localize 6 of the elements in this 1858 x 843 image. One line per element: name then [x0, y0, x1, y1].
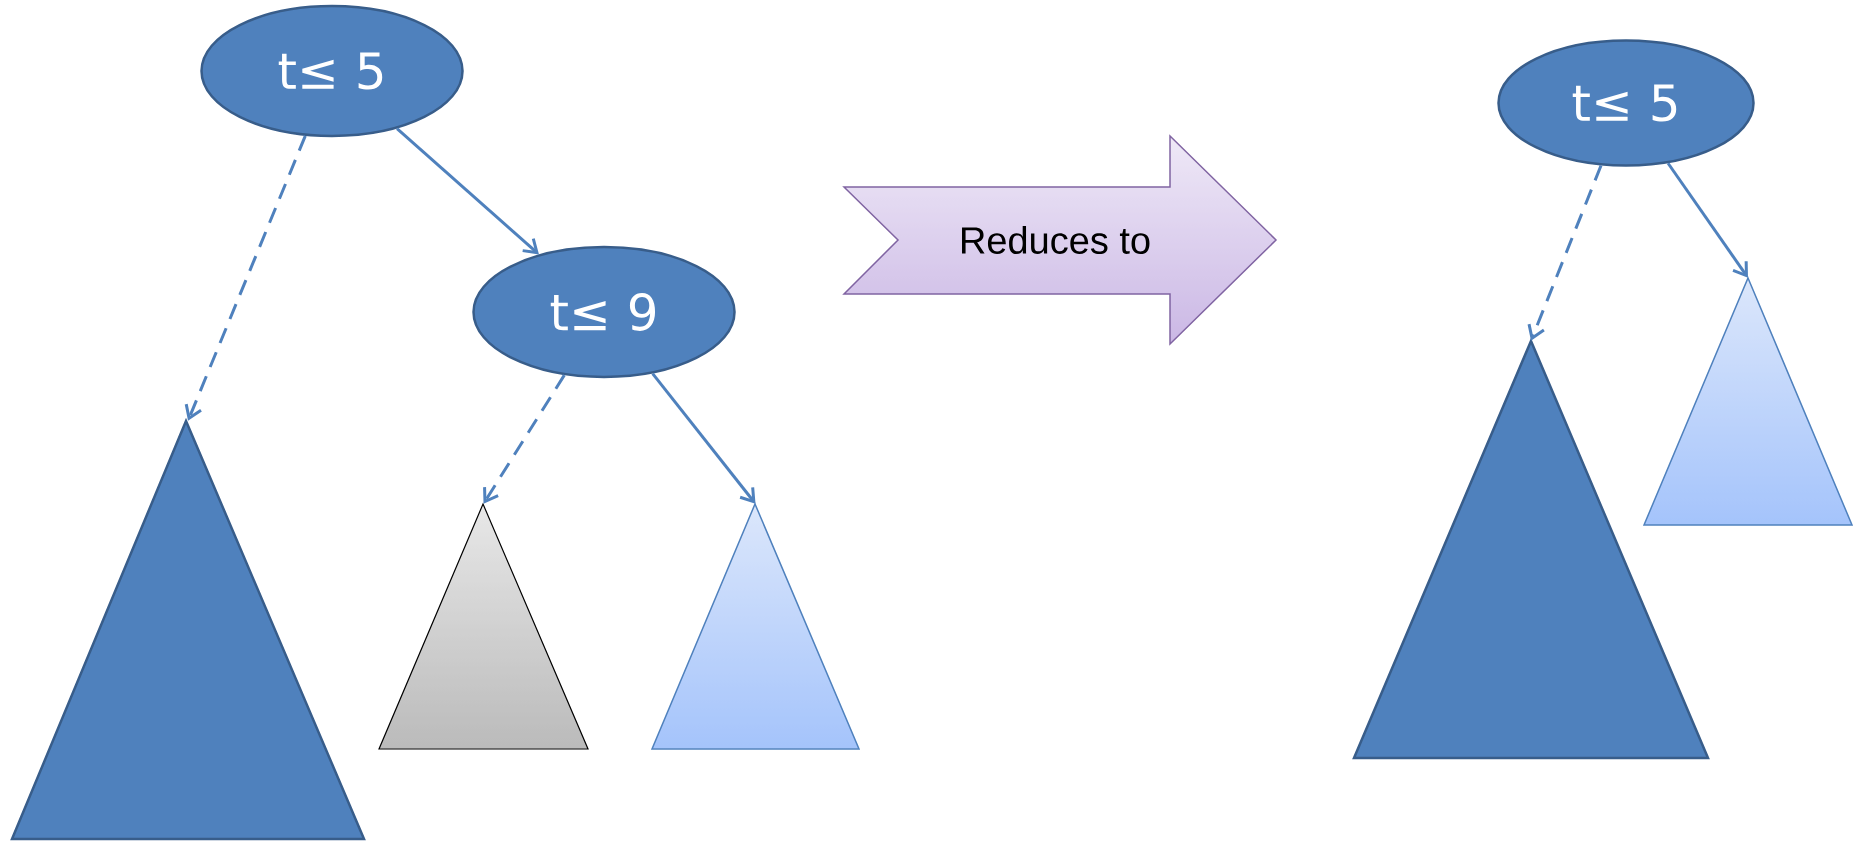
arrow — [651, 372, 756, 504]
arrow — [184, 135, 307, 421]
arrow — [483, 374, 566, 504]
arrow — [1527, 164, 1603, 341]
arrow — [396, 127, 539, 255]
arrow — [1666, 162, 1748, 278]
